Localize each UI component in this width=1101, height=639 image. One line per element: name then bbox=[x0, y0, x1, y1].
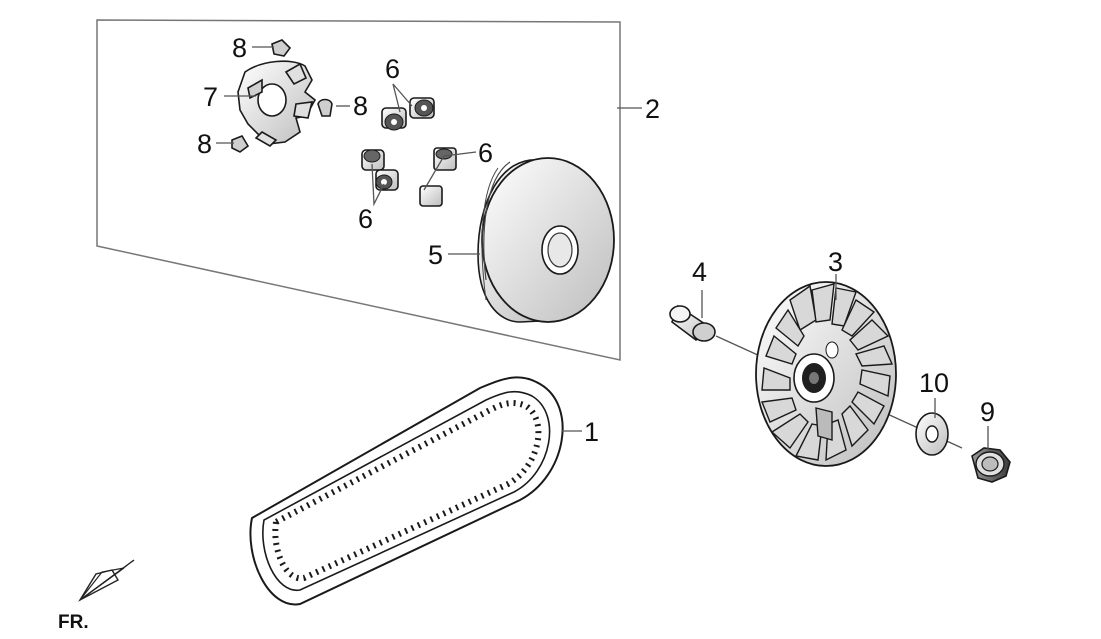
callout-8-left: 8 bbox=[197, 129, 212, 159]
callout-8-top: 8 bbox=[232, 33, 247, 63]
callout-2: 2 bbox=[645, 94, 660, 124]
ramp-plate-part bbox=[237, 60, 317, 147]
roller-part-6 bbox=[419, 185, 443, 207]
slider-part-top bbox=[271, 39, 292, 57]
washer-part bbox=[915, 412, 949, 456]
assembly-group-outline bbox=[96, 19, 621, 361]
drive-belt-part bbox=[249, 376, 564, 606]
roller-part-2 bbox=[409, 97, 435, 119]
callout-6-right: 6 bbox=[478, 138, 493, 168]
callout-8-right: 8 bbox=[353, 91, 368, 121]
callout-6-top: 6 bbox=[385, 54, 400, 84]
fan-drive-face-part bbox=[755, 281, 897, 467]
callout-5: 5 bbox=[428, 240, 443, 270]
callout-3: 3 bbox=[828, 247, 843, 277]
callout-6-bottom: 6 bbox=[358, 204, 373, 234]
callout-1: 1 bbox=[584, 417, 599, 447]
callout-4: 4 bbox=[692, 257, 707, 287]
callout-7: 7 bbox=[203, 82, 218, 112]
collar-part bbox=[669, 304, 716, 342]
nut-part bbox=[971, 447, 1011, 483]
roller-part-3 bbox=[361, 149, 385, 171]
drive-face-part bbox=[477, 157, 615, 323]
roller-part-5 bbox=[433, 147, 457, 171]
callout-9: 9 bbox=[980, 397, 995, 427]
front-direction-label: FR. bbox=[58, 612, 89, 633]
slider-part-right bbox=[317, 98, 333, 117]
front-direction-arrow-icon bbox=[78, 559, 135, 602]
roller-part-1 bbox=[381, 107, 407, 131]
roller-part-4 bbox=[375, 169, 399, 191]
leader-lines bbox=[216, 46, 989, 450]
callout-10: 10 bbox=[919, 368, 949, 398]
slider-part-left bbox=[231, 135, 250, 153]
